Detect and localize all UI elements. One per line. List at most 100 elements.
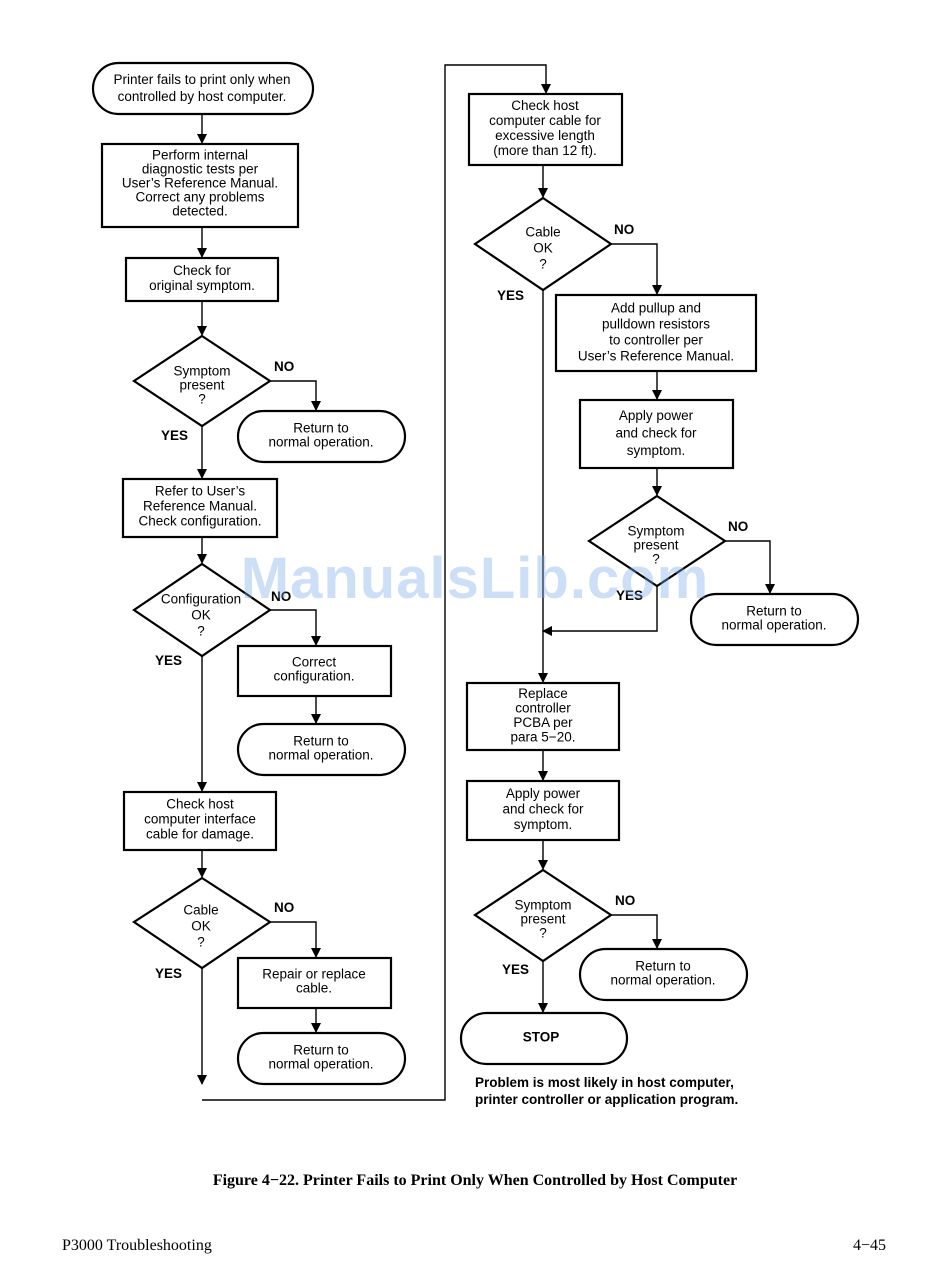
node-n2-line-3: User’s Reference Manual.: [122, 176, 278, 191]
node-n2-line-2: diagnostic tests per: [142, 162, 259, 177]
node-n6-line-2: computer interface: [144, 812, 256, 827]
return-terminator: [689, 592, 860, 647]
node-n3-line-1: Check for: [173, 263, 231, 278]
node-d3-line-2: OK: [191, 919, 211, 934]
branch-label-yes-6: YES: [155, 966, 182, 981]
branch-label-yes-2: YES: [161, 428, 188, 443]
node-n12-line-1: Apply power: [506, 786, 581, 801]
node-r1-line-2: normal operation.: [268, 435, 373, 450]
process-box: [554, 293, 758, 373]
decision-diamond: [473, 196, 613, 292]
node-n9-line-4: User’s Reference Manual.: [578, 349, 734, 364]
return-terminator: [236, 722, 407, 777]
node-d2-line-3: ?: [197, 624, 205, 639]
node-n11-line-4: para 5−20.: [511, 729, 576, 744]
process-box: [236, 956, 393, 1010]
node-d3-line-3: ?: [197, 935, 205, 950]
node-n12-line-2: and check for: [502, 802, 584, 817]
process-box: [465, 681, 621, 752]
node-n1-line-2: controlled by host computer.: [118, 89, 287, 104]
node-n8-line-3: excessive length: [495, 128, 595, 143]
node-d5-line-1: Symptom: [627, 524, 684, 539]
branch-label-yes-4: YES: [155, 653, 182, 668]
node-d4-line-2: OK: [533, 241, 553, 256]
note-line-2: printer controller or application progra…: [475, 1092, 738, 1107]
node-n8-line-2: computer cable for: [489, 113, 601, 128]
branch-label-no-7: NO: [614, 222, 634, 237]
footer-page-number: 4−45: [852, 1237, 886, 1254]
node-n4-line-3: Check configuration.: [138, 514, 261, 529]
return-terminator: [236, 1031, 407, 1086]
footer-section-title: P3000 Troubleshooting: [62, 1237, 212, 1254]
node-n3-line-2: original symptom.: [149, 278, 255, 293]
node-n5-line-2: configuration.: [273, 669, 354, 684]
return-terminator: [578, 947, 749, 1002]
branch-label-yes-12: YES: [502, 962, 529, 977]
process-box: [100, 142, 300, 229]
node-d5-line-3: ?: [652, 552, 660, 567]
node-n9-line-2: pulldown resistors: [602, 317, 710, 332]
node-r4-line-1: Return to: [746, 604, 802, 619]
decision-diamond: [132, 562, 272, 658]
node-n6-line-3: cable for damage.: [146, 827, 254, 842]
branch-label-no-11: NO: [615, 893, 635, 908]
process-box: [121, 477, 279, 539]
watermark: ManualsLib.com: [240, 546, 710, 611]
decision-diamond: [473, 868, 613, 963]
node-d2-line-2: OK: [191, 608, 211, 623]
node-r2-line-1: Return to: [293, 734, 349, 749]
node-n9-line-1: Add pullup and: [611, 301, 701, 316]
node-n8-line-1: Check host: [511, 98, 579, 113]
node-d2-line-1: Configuration: [161, 592, 241, 607]
node-n6-line-1: Check host: [166, 797, 234, 812]
node-n10-line-1: Apply power: [619, 408, 694, 423]
branch-labels: NO YES NO YES NO YES NO YES NO YES NO YES: [155, 222, 748, 981]
node-r3-line-2: normal operation.: [268, 1057, 373, 1072]
process-box: [467, 92, 624, 167]
node-n11-line-2: controller: [515, 700, 571, 715]
process-box: [465, 779, 621, 842]
decision-diamond: [132, 876, 272, 970]
start-terminator: [91, 61, 315, 116]
node-d1-line-3: ?: [198, 392, 206, 407]
branch-label-no-5: NO: [274, 900, 294, 915]
node-r5-line-2: normal operation.: [610, 973, 715, 988]
process-box: [124, 256, 280, 303]
note-line-1: Problem is most likely in host computer,: [475, 1075, 734, 1090]
node-d5-line-2: present: [633, 538, 678, 553]
branch-label-yes-10: YES: [616, 588, 643, 603]
shapes: [91, 61, 860, 1086]
node-n4-line-1: Refer to User’s: [155, 484, 246, 499]
branch-label-no-1: NO: [274, 359, 294, 374]
node-labels: Printer fails to print only when controll…: [113, 72, 826, 1072]
node-n11-line-3: PCBA per: [513, 715, 573, 730]
process-box: [578, 398, 735, 470]
node-n1-line-1: Printer fails to print only when: [113, 72, 290, 87]
node-r4-line-2: normal operation.: [721, 618, 826, 633]
branch-label-no-3: NO: [271, 589, 291, 604]
node-r3-line-1: Return to: [293, 1043, 349, 1058]
connectors: [197, 64, 775, 1101]
branch-label-no-9: NO: [728, 519, 748, 534]
node-n5-line-1: Correct: [292, 655, 337, 670]
node-n2-line-5: detected.: [172, 204, 228, 219]
node-n2-line-4: Correct any problems: [135, 190, 264, 205]
process-box: [122, 790, 278, 852]
node-n2-line-1: Perform internal: [152, 148, 248, 163]
node-n8-line-4: (more than 12 ft).: [493, 143, 597, 158]
node-r5-line-1: Return to: [635, 959, 691, 974]
return-terminator: [236, 409, 407, 464]
node-d6-line-3: ?: [539, 926, 547, 941]
process-box: [236, 644, 393, 698]
node-n11-line-1: Replace: [518, 686, 568, 701]
likely-cause-note: Problem is most likely in host computer,…: [475, 1075, 738, 1107]
branch-label-yes-8: YES: [497, 288, 524, 303]
figure-caption: Figure 4−22. Printer Fails to Print Only…: [212, 1172, 738, 1189]
node-n7-line-2: cable.: [296, 981, 332, 996]
node-stop-line-1: STOP: [523, 1030, 560, 1045]
node-d1-line-2: present: [179, 378, 224, 393]
node-d4-line-1: Cable: [525, 225, 560, 240]
node-n10-line-2: and check for: [615, 426, 697, 441]
